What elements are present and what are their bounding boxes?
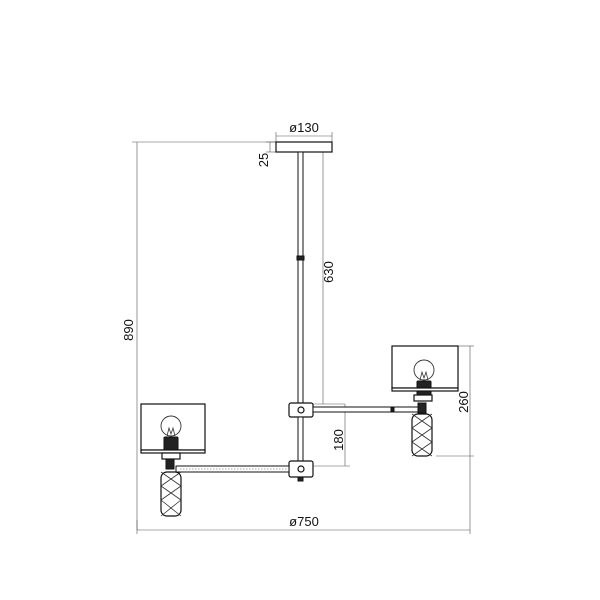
dimension-lines [132,132,474,534]
arm-spacing-label: 180 [331,429,346,451]
total-height-label: 890 [121,319,136,341]
canopy-diameter-label: ø130 [289,120,319,135]
upper-hub-bolt [297,406,305,414]
lower-hub-cap [297,476,304,482]
right-bulb-icon [413,359,435,381]
left-bulb-icon [160,415,182,437]
upper-hub-and-right-arm [288,402,424,418]
right-arm-joint [390,407,395,412]
total-width-label: ø750 [289,514,319,529]
rod-coupler [296,255,305,261]
suspension-rod [297,151,304,405]
shade-height-label: 260 [456,391,471,413]
right-socket-ring [413,394,433,402]
canopy-height-label: 25 [256,153,271,167]
left-lamp [140,403,206,517]
right-holder-neck [417,402,427,414]
lower-hub-bolt [297,465,305,473]
ceiling-canopy [275,141,333,153]
left-filament [166,426,176,437]
left-holder [160,471,182,517]
left-holder-lattice [160,471,182,517]
left-holder-neck [165,458,175,470]
right-holder-lattice [411,413,433,457]
right-filament [419,370,429,381]
right-shade-rim [391,387,459,392]
right-arm [312,406,424,413]
left-socket-ring [161,452,181,460]
lower-rod [297,416,304,462]
left-socket [163,436,179,452]
rod-length-label: 630 [321,261,336,283]
right-lamp [391,345,459,457]
dimension-labels: ø130 25 890 630 180 260 ø750 [121,120,471,529]
lower-hub-and-left-arm [175,460,314,482]
